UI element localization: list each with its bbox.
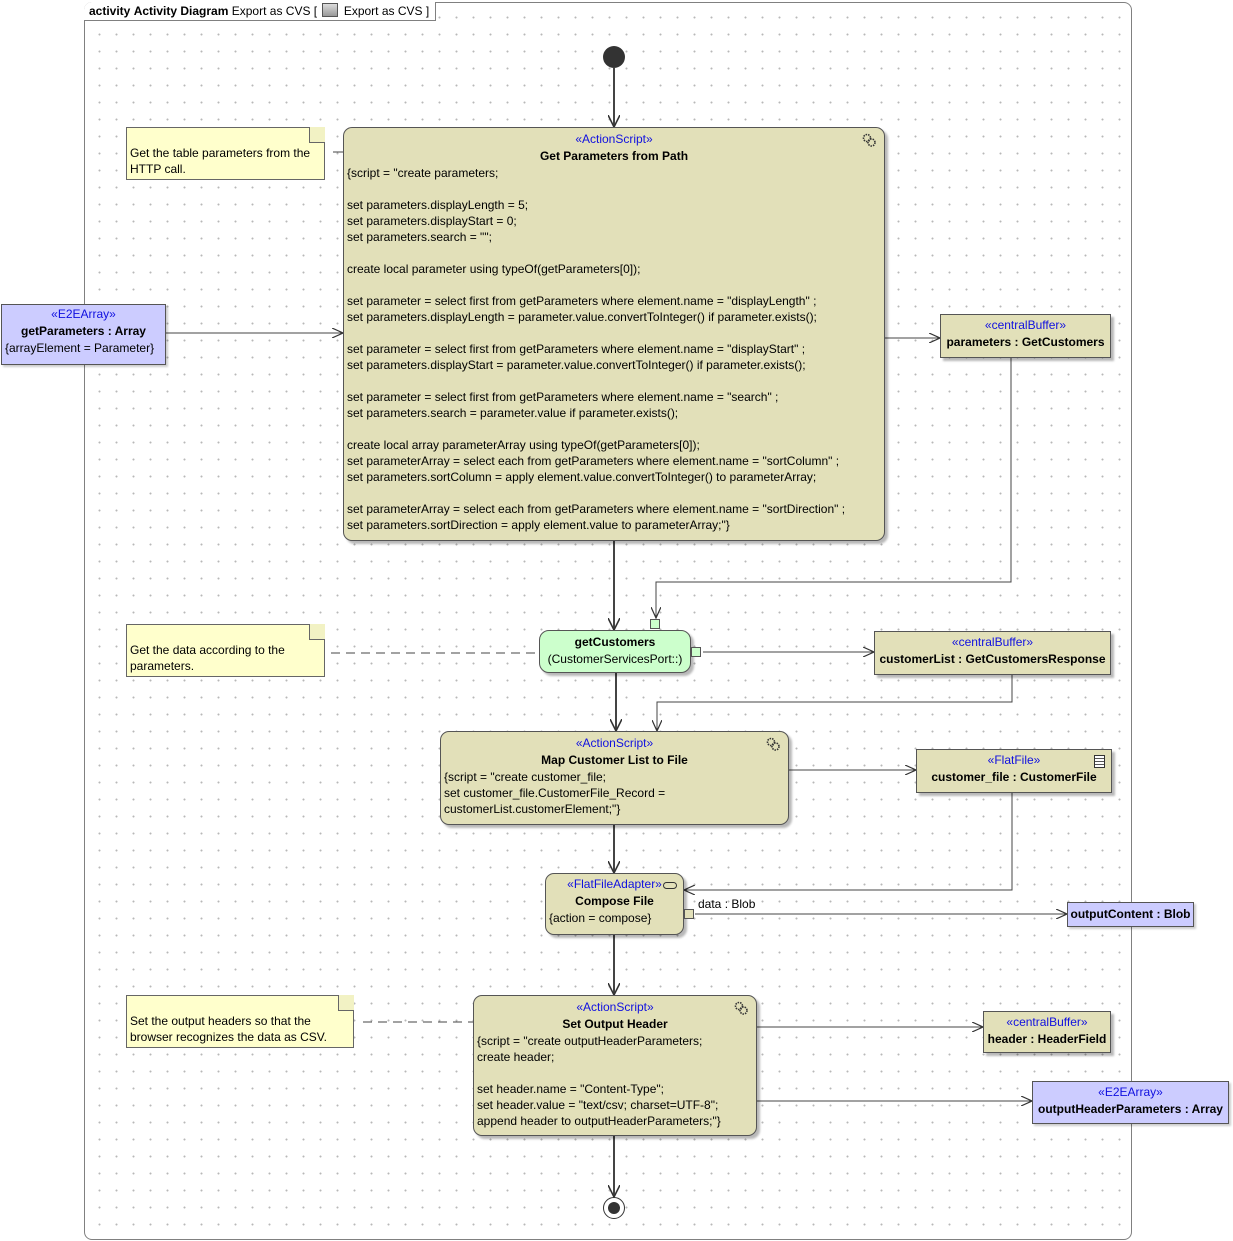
frame-suffix-post: Export as CVS ]: [343, 4, 430, 18]
tagged-value: {arrayElement = Parameter}: [5, 341, 155, 355]
output-header-params-node[interactable]: «E2EArray» outputHeaderParameters : Arra…: [1032, 1081, 1229, 1124]
note-get-params[interactable]: Get the table parameters from the HTTP c…: [126, 127, 325, 180]
call-name: getCustomers: [574, 635, 656, 649]
object-flow-customerfile-to-compose: [684, 793, 1013, 890]
object-flow-parameters-to-pin: [656, 358, 1012, 618]
final-node[interactable]: [603, 1197, 625, 1219]
call-port: (CustomerServicesPort::): [547, 652, 683, 666]
get-parameters-array[interactable]: «E2EArray» getParameters : Array {arrayE…: [1, 304, 166, 365]
get-customers-call[interactable]: getCustomers (CustomerServicesPort::): [539, 630, 691, 673]
toggle-icon: [663, 882, 677, 889]
object-flow-customerlist-to-map: [657, 675, 1013, 731]
action-script: {script = "create customer_file; set cus…: [444, 770, 666, 816]
action-script: {script = "create outputHeaderParameters…: [477, 1034, 721, 1128]
stereotype-label: «FlatFileAdapter»: [567, 877, 662, 891]
note-fold: [338, 995, 354, 1011]
map-customer-list-action[interactable]: «ActionScript» Map Customer List to File…: [440, 731, 789, 825]
note-text: Set the output headers so that the brows…: [130, 1014, 327, 1044]
node-name: outputContent : Blob: [1070, 907, 1191, 921]
stereotype-label: «E2EArray»: [51, 307, 116, 321]
set-output-header-action[interactable]: «ActionScript» Set Output Header {script…: [473, 995, 757, 1136]
tagged-value: {action = compose}: [549, 911, 652, 925]
gears-icon: [734, 1001, 748, 1015]
node-name: customer_file : CustomerFile: [931, 770, 1097, 784]
get-parameters-action[interactable]: «ActionScript» Get Parameters from Path …: [343, 127, 885, 541]
stereotype-label: «ActionScript»: [575, 132, 653, 146]
note-fold: [309, 624, 325, 640]
action-title: Get Parameters from Path: [539, 149, 689, 163]
output-pin[interactable]: [691, 647, 701, 657]
note-text: Get the table parameters from the HTTP c…: [130, 146, 311, 176]
node-name: outputHeaderParameters : Array: [1038, 1102, 1223, 1116]
stereotype-label: «E2EArray»: [1098, 1085, 1163, 1099]
input-pin[interactable]: [650, 619, 660, 629]
frame-name: Activity Diagram: [133, 4, 229, 18]
stereotype-label: «centralBuffer»: [951, 635, 1034, 649]
stereotype-label: «centralBuffer»: [1006, 1015, 1088, 1029]
node-name: header : HeaderField: [987, 1032, 1107, 1046]
node-name: customerList : GetCustomersResponse: [879, 652, 1106, 666]
compose-file-action[interactable]: «FlatFileAdapter» Compose File {action =…: [545, 873, 684, 935]
stereotype-label: «ActionScript»: [575, 736, 654, 750]
stereotype-label: «centralBuffer»: [984, 318, 1067, 332]
output-content-node[interactable]: outputContent : Blob: [1067, 902, 1194, 927]
header-buffer[interactable]: «centralBuffer» header : HeaderField: [983, 1011, 1111, 1053]
action-title: Compose File: [575, 894, 654, 908]
customer-file-node[interactable]: «FlatFile» customer_file : CustomerFile: [916, 749, 1112, 793]
node-name: parameters : GetCustomers: [946, 335, 1105, 349]
note-headers[interactable]: Set the output headers so that the brows…: [126, 995, 354, 1048]
initial-node[interactable]: [603, 46, 625, 68]
node-name: getParameters : Array: [21, 324, 146, 338]
diagram-icon: [322, 3, 339, 17]
customer-list-buffer[interactable]: «centralBuffer» customerList : GetCustom…: [874, 631, 1111, 675]
gears-icon: [862, 133, 876, 147]
action-title: Set Output Header: [562, 1017, 668, 1031]
parameters-buffer[interactable]: «centralBuffer» parameters : GetCustomer…: [940, 314, 1111, 358]
action-title: Map Customer List to File: [541, 753, 688, 767]
stereotype-label: «FlatFile»: [987, 753, 1041, 767]
action-script: {script = "create parameters; set parame…: [347, 166, 846, 532]
pin-label: data : Blob: [698, 897, 756, 911]
frame-header: activity Activity Diagram Export as CVS …: [84, 2, 437, 21]
output-pin[interactable]: [684, 909, 694, 919]
stereotype-label: «ActionScript»: [576, 1000, 654, 1014]
note-fold: [309, 127, 325, 143]
note-get-data[interactable]: Get the data according to the parameters…: [126, 624, 325, 677]
file-icon: [1094, 755, 1105, 768]
note-text: Get the data according to the parameters…: [130, 643, 285, 673]
gears-icon: [766, 737, 780, 751]
frame-kind: activity: [89, 4, 131, 18]
frame-suffix-pre: Export as CVS [: [231, 4, 318, 18]
